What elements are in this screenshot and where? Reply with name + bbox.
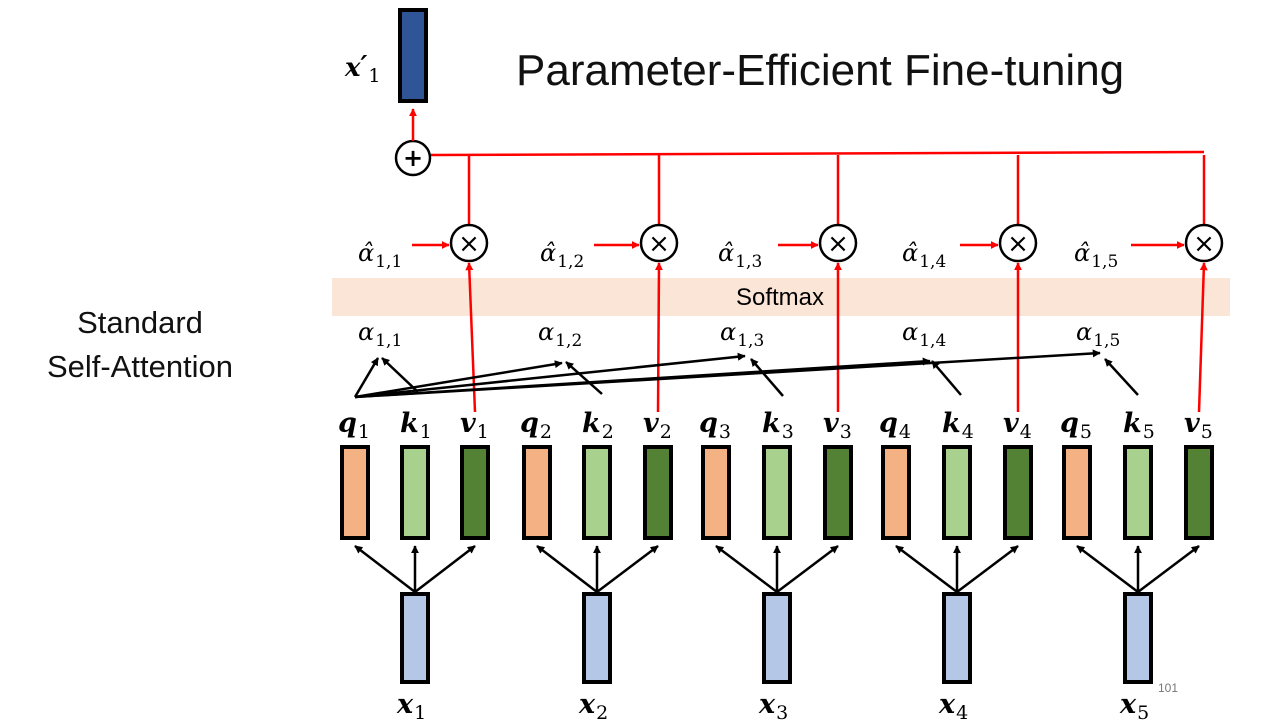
query-vector-5	[1062, 445, 1092, 540]
key-vector-1	[400, 445, 430, 540]
alpha-label-1: α1,1	[358, 318, 402, 351]
value-to-multiply-arrow-5	[1197, 262, 1208, 413]
query-vector-3	[701, 445, 731, 540]
plus-symbol: +	[403, 144, 423, 172]
value-label-5: v5	[1184, 408, 1213, 443]
input-label-5: x5	[1119, 689, 1149, 720]
multiply-symbol-4: ×	[1007, 229, 1029, 259]
value-label-3: v3	[823, 408, 852, 443]
hat-alpha-label-4: α̂1,4	[902, 239, 946, 272]
value-to-multiply-arrow-1	[465, 262, 477, 413]
value-label-1: v1	[460, 408, 489, 443]
slide-title: Parameter-Efficient Fine-tuning	[516, 46, 1125, 95]
value-vector-3	[823, 445, 853, 540]
input-to-value-arrow-1	[414, 545, 476, 593]
value-label-2: v2	[643, 408, 672, 443]
q1-to-alpha-3-arrow	[354, 352, 746, 399]
multiply-symbol-2: ×	[648, 229, 670, 259]
key-vector-2	[582, 445, 612, 540]
value-vector-1	[460, 445, 490, 540]
side-label-line1: Standard	[77, 305, 203, 340]
input-to-value-arrow-2	[596, 545, 659, 593]
hat-alpha-label-1: α̂1,1	[358, 239, 402, 272]
key-vector-5	[1123, 445, 1153, 540]
multiply-symbol-1: ×	[458, 229, 480, 259]
input-vector-2	[582, 592, 612, 684]
output-label: x′1	[344, 51, 380, 87]
query-label-4: q4	[879, 408, 911, 443]
input-label-1: x1	[396, 689, 426, 720]
q1-to-alpha-2-arrow	[354, 360, 563, 399]
k1-to-alpha-1-arrow	[381, 357, 419, 393]
key-label-2: k2	[582, 408, 614, 443]
input-to-value-arrow-3	[776, 545, 839, 593]
alpha-label-5: α1,5	[1076, 318, 1120, 351]
k2-to-alpha-2-arrow	[565, 361, 603, 395]
hat-alpha-label-2: α̂1,2	[540, 239, 584, 272]
value-label-4: v4	[1003, 408, 1032, 443]
value-vector-2	[643, 445, 673, 540]
softmax-band	[332, 278, 1230, 316]
input-to-query-arrow-1	[354, 545, 416, 593]
key-label-1: k1	[400, 408, 432, 443]
input-to-value-arrow-4	[956, 545, 1019, 593]
multiply-symbol-3: ×	[827, 229, 849, 259]
k5-to-alpha-5-arrow	[1104, 358, 1139, 396]
key-label-4: k4	[942, 408, 974, 443]
multiply-node-1	[449, 223, 489, 263]
multiply-node-3	[818, 223, 858, 263]
key-label-3: k3	[762, 408, 794, 443]
alpha-label-4: α1,4	[902, 318, 946, 351]
page-number: 101	[1158, 681, 1179, 695]
query-label-2: q2	[520, 408, 552, 443]
query-vector-2	[522, 445, 552, 540]
alpha-label-2: α1,2	[538, 318, 582, 351]
input-label-3: x3	[758, 689, 788, 720]
softmax-label: Softmax	[736, 284, 824, 311]
multiply-node-2	[639, 223, 679, 263]
value-to-multiply-arrow-2	[654, 262, 663, 413]
query-vector-4	[881, 445, 911, 540]
k3-to-alpha-3-arrow	[750, 358, 784, 397]
key-vector-3	[762, 445, 792, 540]
key-label-5: k5	[1123, 408, 1155, 443]
k4-to-alpha-4-arrow	[931, 360, 962, 396]
input-vector-3	[762, 592, 792, 684]
input-vector-1	[400, 592, 430, 684]
side-label-line2: Self-Attention	[46, 349, 234, 384]
query-label-5: q5	[1060, 408, 1092, 443]
alpha-label-3: α1,3	[720, 318, 764, 351]
q1-to-alpha-5-arrow	[354, 349, 1101, 399]
value-vector-5	[1184, 445, 1214, 540]
input-vector-5	[1123, 592, 1153, 684]
multiply-symbol-5: ×	[1193, 229, 1215, 259]
hat-alpha-label-5: α̂1,5	[1074, 239, 1118, 272]
query-vector-1	[340, 445, 370, 540]
hat-alpha-label-3: α̂1,3	[718, 239, 762, 272]
output-vector	[398, 8, 428, 103]
key-vector-4	[942, 445, 972, 540]
input-to-query-arrow-5	[1076, 545, 1139, 593]
query-label-1: q1	[338, 408, 370, 443]
input-label-4: x4	[938, 689, 968, 720]
q1-to-alpha-1-arrow	[353, 357, 380, 398]
input-vector-4	[942, 592, 972, 684]
multiply-node-4	[998, 223, 1038, 263]
multiply-node-5	[1184, 223, 1224, 263]
input-to-value-arrow-5	[1137, 545, 1200, 593]
query-label-3: q3	[699, 408, 731, 443]
input-to-query-arrow-4	[895, 545, 958, 593]
value-vector-4	[1003, 445, 1033, 540]
sum-bus-line	[430, 150, 1205, 157]
input-to-query-arrow-3	[715, 545, 778, 593]
input-label-2: x2	[578, 689, 608, 720]
input-to-query-arrow-2	[536, 545, 598, 593]
